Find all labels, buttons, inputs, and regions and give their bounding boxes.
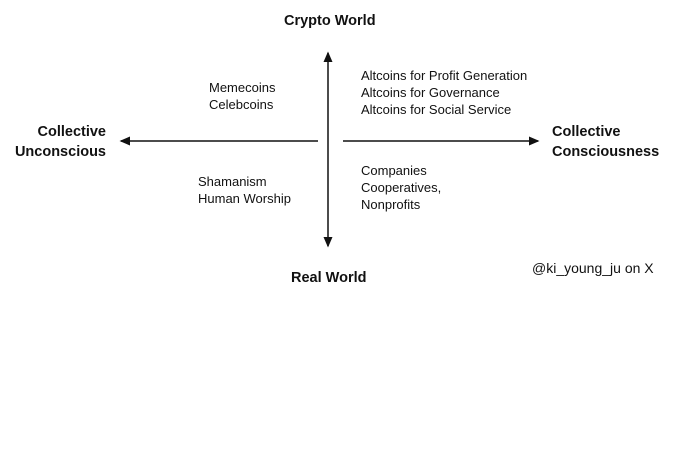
axis-label-right-line1: Collective: [552, 124, 621, 140]
quadrant-item: Human Worship: [198, 191, 291, 206]
quadrant-bottom-right: Companies Cooperatives, Nonprofits: [361, 162, 441, 213]
quadrant-item: Shamanism: [198, 174, 267, 189]
quadrant-item: Altcoins for Social Service: [361, 102, 512, 117]
quadrant-bottom-left: Shamanism Human Worship: [198, 173, 291, 207]
axis-label-right-line2: Consciousness: [552, 144, 660, 160]
credit-text: @ki_young_ju on X: [532, 260, 654, 276]
axis-label-left-line1: Collective: [37, 124, 107, 140]
quadrant-item: Nonprofits: [361, 197, 421, 212]
axis-label-top: Crypto World: [284, 13, 376, 29]
quadrant-top-right: Altcoins for Profit Generation Altcoins …: [361, 67, 527, 118]
quadrant-item: Celebcoins: [209, 97, 274, 112]
axis-label-left: Collective Unconscious: [10, 122, 106, 162]
quadrant-item: Companies: [361, 163, 427, 178]
quadrant-item: Altcoins for Governance: [361, 85, 500, 100]
axis-label-right: Collective Consciousness: [552, 122, 659, 162]
quadrant-item: Cooperatives,: [361, 180, 442, 195]
quadrant-item: Memecoins: [209, 80, 276, 95]
quadrant-item: Altcoins for Profit Generation: [361, 68, 528, 83]
quadrant-top-left: Memecoins Celebcoins: [209, 79, 275, 113]
axis-label-left-line2: Unconscious: [14, 144, 106, 160]
axis-label-bottom: Real World: [291, 270, 367, 286]
